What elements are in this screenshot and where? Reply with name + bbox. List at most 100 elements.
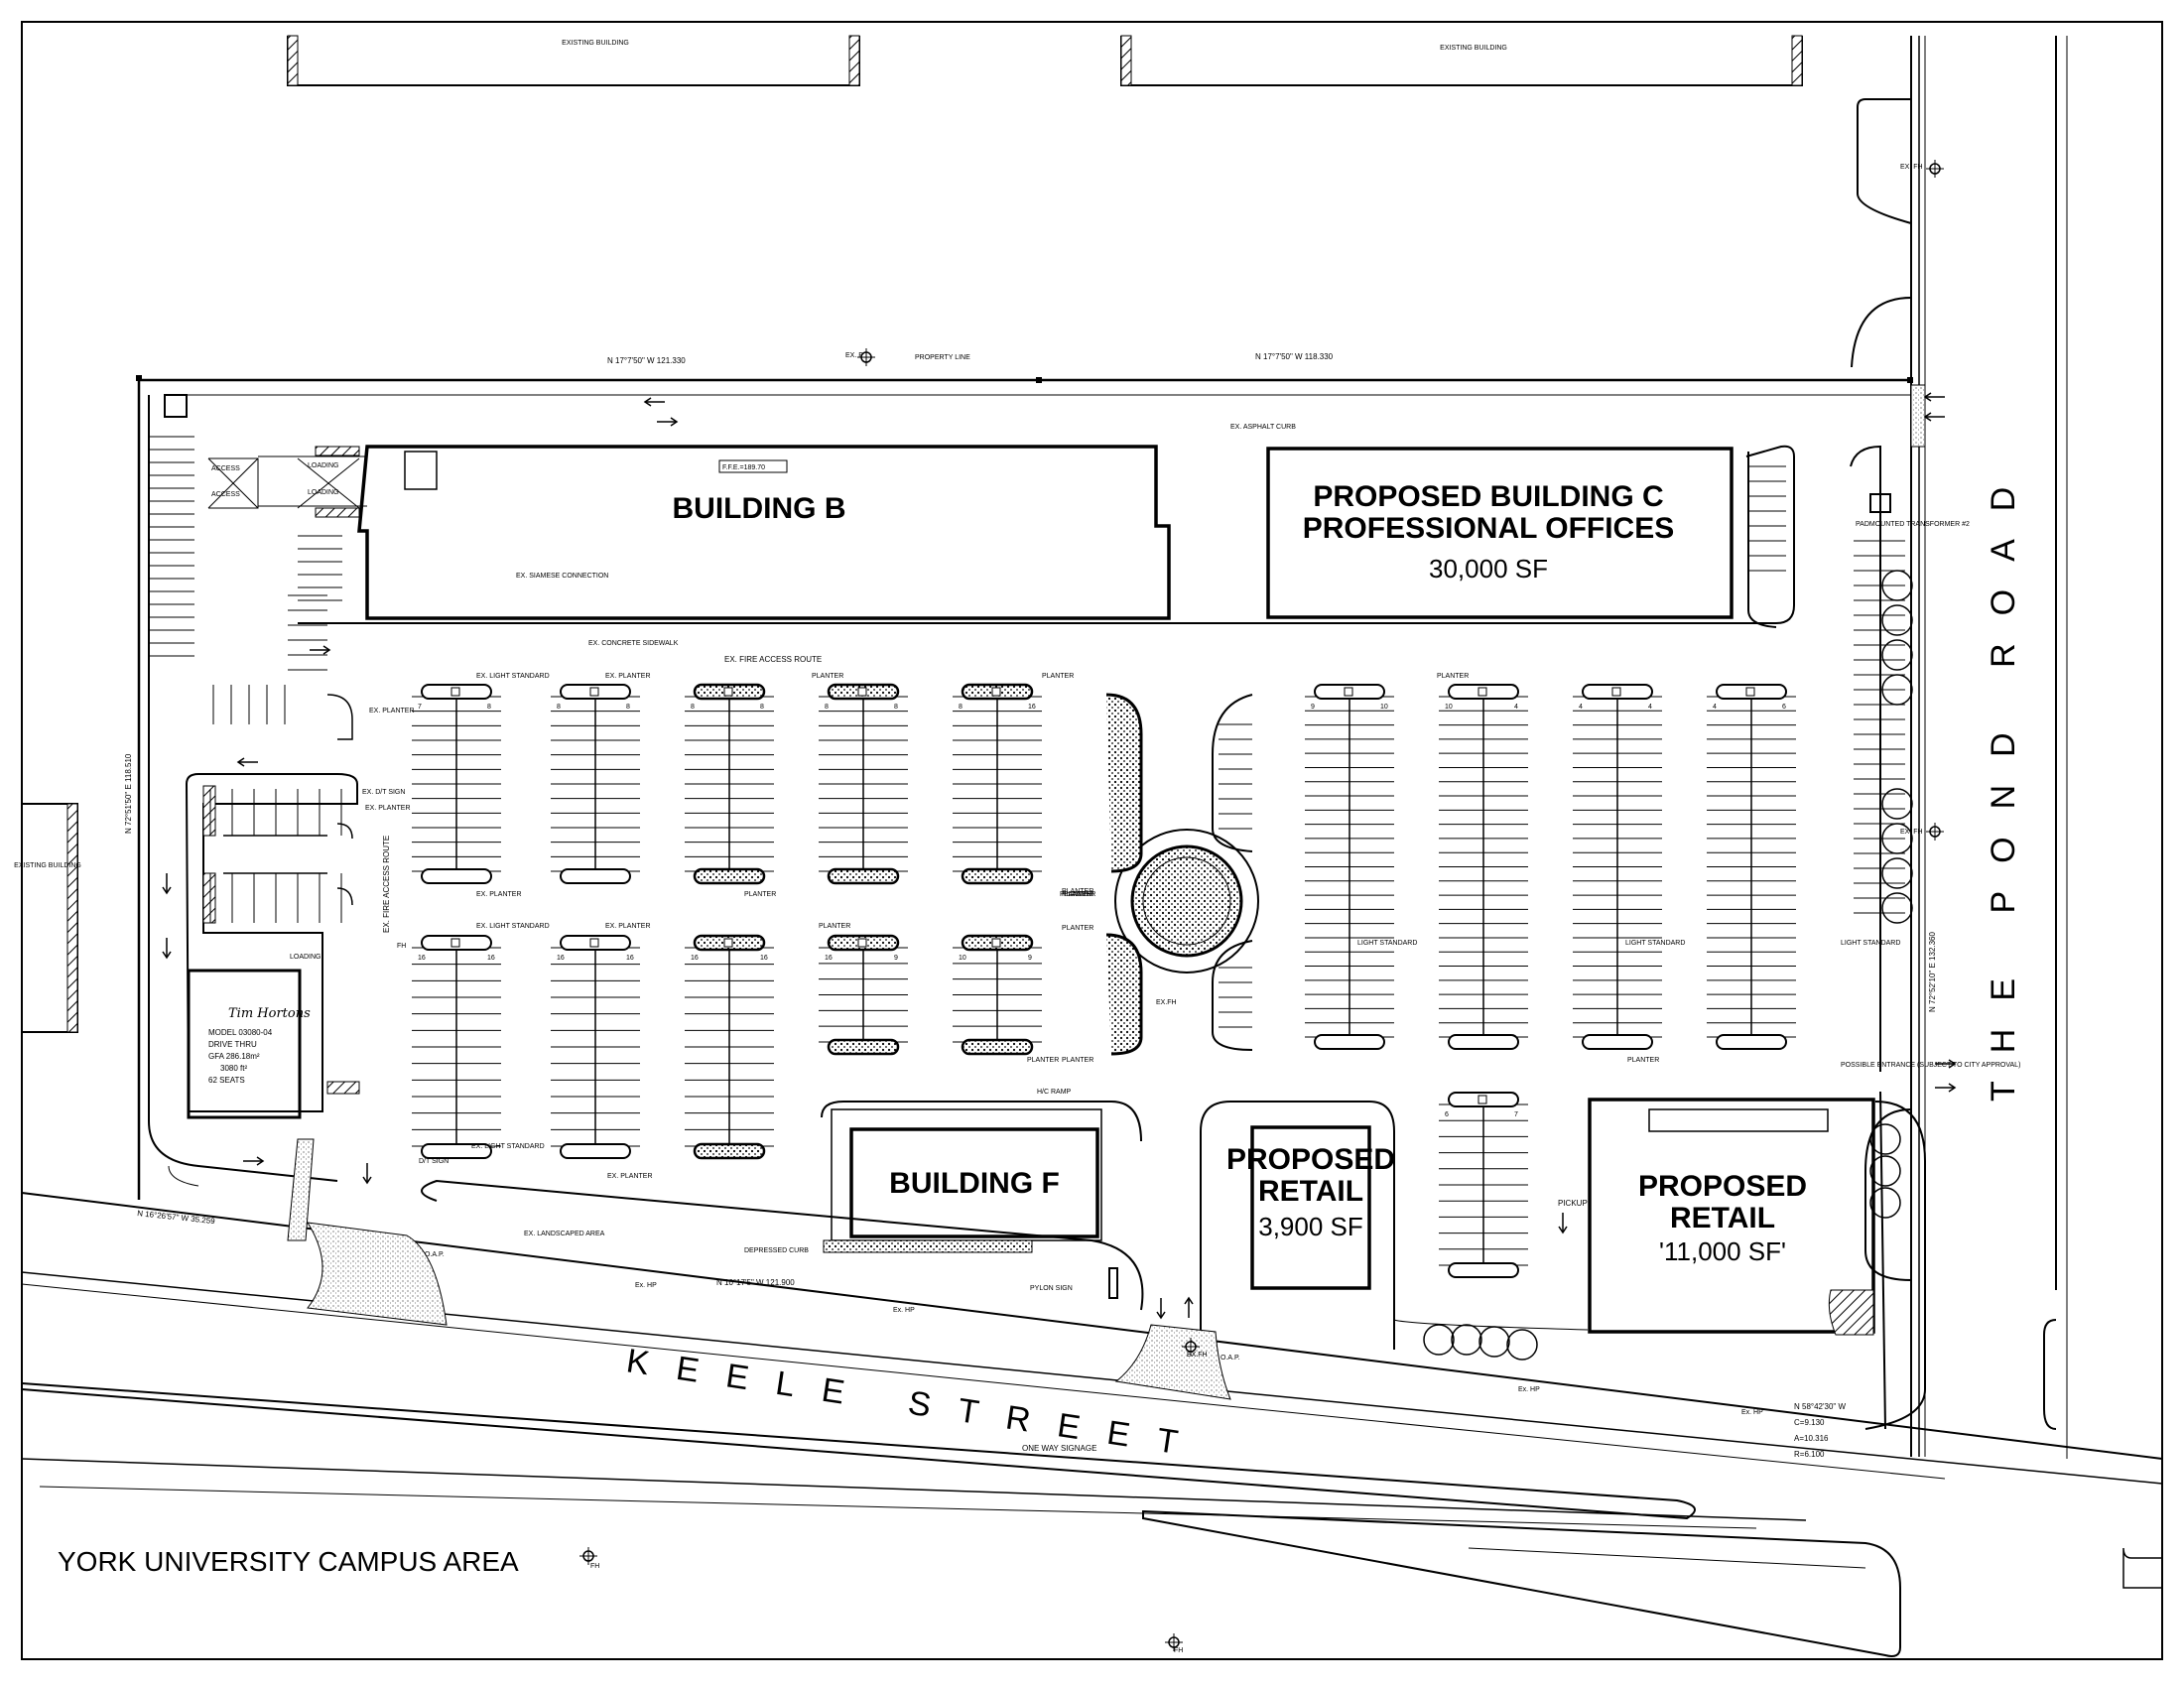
planter-label: EX. PLANTER	[605, 923, 651, 930]
planter-label: EX. PLANTER	[605, 673, 651, 680]
oap-label: O.A.P.	[1220, 1355, 1240, 1362]
island-end	[693, 867, 766, 885]
tree	[1506, 1329, 1538, 1361]
hydrant-cross	[857, 348, 875, 366]
stall-count: 8	[825, 704, 829, 711]
ex-fh-label: EX.FH	[1156, 999, 1177, 1006]
possible-entrance-label: POSSIBLE ENTRANCE (SUBJECT TO CITY APPRO…	[1841, 1062, 2020, 1069]
tree	[1881, 674, 1913, 706]
transformer	[1869, 493, 1891, 513]
light-standard	[991, 687, 1001, 697]
island-end	[1716, 1034, 1787, 1050]
retail-large-title: PROPOSED	[1638, 1170, 1807, 1203]
trees	[1423, 570, 1913, 1361]
tree	[1881, 604, 1913, 636]
stall-count: 7	[1514, 1111, 1518, 1118]
entrance-left	[307, 1222, 448, 1326]
hydrant-cross	[579, 1547, 597, 1565]
planter-label: PLANTER	[1060, 891, 1092, 898]
stall-count: 7	[418, 704, 422, 711]
building-f-label: BUILDING F	[889, 1167, 1060, 1200]
tree	[1869, 1123, 1901, 1155]
arrow-head	[1184, 1296, 1194, 1305]
arrow-head	[643, 397, 652, 407]
stall-count: 16	[825, 955, 833, 962]
planter-label: PLANTER	[1062, 925, 1093, 932]
island-curved	[1105, 693, 1143, 873]
planter-label: PLANTER	[812, 673, 843, 680]
building-c-title: PROPOSED BUILDING C	[1313, 480, 1663, 513]
arrow-head	[1923, 392, 1932, 402]
light-standard	[723, 687, 733, 697]
existing-structure-box	[164, 394, 188, 418]
stall-count: 8	[959, 704, 963, 711]
hydro-pole-label: Ex. HP	[1741, 1409, 1763, 1416]
hydro-pole-label: Ex. HP	[635, 1282, 657, 1289]
stall-count: 10	[959, 955, 966, 962]
light-standard	[1745, 687, 1755, 697]
ex-fh-label: EX. FH	[1900, 829, 1923, 836]
tree	[1869, 1155, 1901, 1187]
stall-count: 8	[626, 704, 630, 711]
stall-count: 6	[1445, 1111, 1449, 1118]
island-end	[1314, 1034, 1385, 1050]
curve-r: R=6.100	[1794, 1450, 1825, 1459]
light-standard	[1344, 687, 1353, 697]
island-end	[961, 1038, 1034, 1056]
retail-small-area: 3,900 SF	[1258, 1212, 1363, 1241]
island-end	[560, 1143, 631, 1159]
curve-c: C=9.130	[1794, 1418, 1825, 1427]
planter-label: PLANTER	[1437, 673, 1469, 680]
property-line: N 17°7'50" W 121.330 N 17°7'50" W 118.33…	[124, 352, 1937, 1459]
light-standard-label: EX. LIGHT STANDARD	[471, 1143, 545, 1150]
hydrant-cross	[1926, 160, 1944, 178]
building-f: BUILDING F H/C RAMP	[821, 1089, 1142, 1253]
light-standard-label: LIGHT STANDARD	[1841, 940, 1900, 947]
tim-hortons-building: Tim Hortons MODEL 03080-04 DRIVE THRU GF…	[185, 773, 360, 1119]
island-end	[1582, 1034, 1653, 1050]
existing-building-top-left: EXISTING BUILDING	[287, 35, 860, 86]
island-end	[693, 1142, 766, 1160]
hydrant-cross	[1165, 1633, 1183, 1651]
stall-count: 8	[691, 704, 695, 711]
bearing-east: N 72°52'10" E 132.360	[1928, 931, 1937, 1012]
island-end	[827, 867, 900, 885]
island-end	[827, 1038, 900, 1056]
traffic-arrows	[162, 392, 1957, 1320]
hc-ramp-label: H/C RAMP	[1037, 1089, 1072, 1096]
light-standard-label: EX. LIGHT STANDARD	[476, 923, 550, 930]
oap-label: O.A.P.	[425, 1251, 445, 1258]
transformer-label: PADMOUNTED TRANSFORMER #2	[1856, 521, 1970, 528]
light-standard	[991, 938, 1001, 948]
concrete-sidewalk-label: EX. CONCRETE SIDEWALK	[588, 640, 679, 647]
arrow-head	[670, 417, 679, 427]
arrow-head	[362, 1176, 372, 1185]
light-standard	[589, 687, 599, 697]
stall-count: 8	[557, 704, 561, 711]
planter-label: PLANTER	[1064, 891, 1095, 898]
drive-thru-lane	[223, 835, 327, 874]
tree	[1423, 1324, 1455, 1356]
retail-large-subtitle: RETAIL	[1670, 1202, 1775, 1234]
bearing-west: N 72°51'50" E 118.510	[124, 753, 133, 834]
ex-fh-label: EX.FH	[1187, 1352, 1208, 1359]
hydrant-cross	[1926, 823, 1944, 841]
th-gfa-ft: 3080 ft²	[220, 1064, 247, 1073]
stall-count: 16	[1028, 704, 1036, 711]
island-end	[421, 868, 492, 884]
tree	[1451, 1324, 1482, 1356]
arrow-head	[1948, 1059, 1957, 1069]
planter-label: EX. PLANTER	[369, 708, 415, 714]
island-end	[961, 867, 1034, 885]
stall-count: 16	[691, 955, 699, 962]
island-end	[1448, 1262, 1519, 1278]
stall-count: 10	[1380, 704, 1388, 711]
